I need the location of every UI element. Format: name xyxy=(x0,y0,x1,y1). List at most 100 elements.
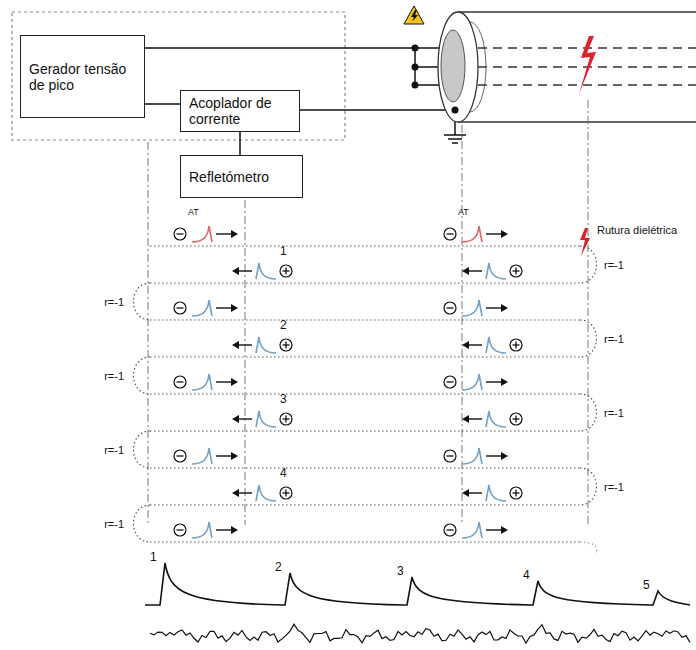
path-line xyxy=(150,245,580,246)
reflection-loop xyxy=(134,283,151,320)
pulse xyxy=(256,411,276,427)
travel-arrow xyxy=(467,344,482,345)
reflection-number: 1 xyxy=(280,245,287,258)
peak-number: 2 xyxy=(275,561,282,574)
sign-stroke xyxy=(177,381,184,382)
arrow-head xyxy=(231,378,238,386)
peak-number: 5 xyxy=(643,579,650,592)
pulse xyxy=(486,337,506,353)
path-line xyxy=(150,282,580,283)
pulse xyxy=(486,411,506,427)
ground-symbol xyxy=(452,142,458,144)
reflection-coefficient: r=-1 xyxy=(604,407,624,419)
sign-stroke xyxy=(447,381,454,382)
minus-sign xyxy=(444,450,456,462)
travel-arrow xyxy=(486,233,503,234)
plus-sign xyxy=(280,487,292,499)
peak-number: 1 xyxy=(150,551,157,564)
minus-sign xyxy=(174,376,186,388)
pulse xyxy=(462,226,482,242)
box-label: Gerador tensão de pico xyxy=(29,61,136,93)
minus-sign xyxy=(444,524,456,536)
cable-end xyxy=(438,12,478,122)
travel-arrow xyxy=(486,307,503,308)
arrow-head xyxy=(501,526,508,534)
pulse xyxy=(192,374,212,390)
reflection-loop xyxy=(134,431,151,468)
time-axis xyxy=(245,200,246,525)
reflection-loop xyxy=(134,505,151,542)
reflection-loop xyxy=(580,394,597,431)
pulse xyxy=(462,300,482,316)
noisy-waveform xyxy=(150,624,690,643)
travel-arrow xyxy=(216,307,233,308)
plus-sign xyxy=(280,265,292,277)
travel-arrow xyxy=(216,529,233,530)
travel-arrow xyxy=(486,455,503,456)
arrow-head xyxy=(232,415,239,423)
sign-stroke xyxy=(447,455,454,456)
travel-arrow xyxy=(237,492,252,493)
terminal-dot xyxy=(412,64,419,71)
pulse xyxy=(256,263,276,279)
path-line xyxy=(150,393,580,394)
plus-sign xyxy=(280,339,292,351)
path-line xyxy=(150,319,580,320)
fault-label: Rutura dielétrica xyxy=(597,224,677,236)
box-label: Refletómetro xyxy=(189,169,294,185)
plus-sign xyxy=(510,265,522,277)
return-wire xyxy=(300,109,455,111)
cable-sheath xyxy=(458,12,696,122)
pulse xyxy=(486,263,506,279)
terminal-dot xyxy=(412,45,419,52)
sign-stroke xyxy=(285,416,286,423)
minus-sign xyxy=(174,524,186,536)
travel-arrow xyxy=(237,270,252,271)
bounce-diagram xyxy=(134,226,597,554)
arrow-head xyxy=(232,267,239,275)
arrow-head xyxy=(231,230,238,238)
sign-stroke xyxy=(447,233,454,234)
connector-line xyxy=(239,132,241,155)
peak-number: 3 xyxy=(397,565,404,578)
equipment-enclosure xyxy=(12,12,345,140)
pulse xyxy=(192,522,212,538)
sign-stroke xyxy=(515,490,516,497)
sign-stroke xyxy=(285,268,286,275)
minus-sign xyxy=(174,450,186,462)
travel-arrow xyxy=(486,381,503,382)
reflection-number: 4 xyxy=(280,467,287,480)
reflection-loop xyxy=(134,357,151,394)
path-line xyxy=(150,467,580,468)
arrow-head xyxy=(231,452,238,460)
travel-arrow xyxy=(467,492,482,493)
pulse xyxy=(192,300,212,316)
sign-stroke xyxy=(177,307,184,308)
travel-arrow xyxy=(467,418,482,419)
sign-stroke xyxy=(447,307,454,308)
sign-stroke xyxy=(177,455,184,456)
plus-sign xyxy=(510,487,522,499)
travel-arrow xyxy=(216,381,233,382)
reflection-coefficient: r=-1 xyxy=(604,481,624,493)
sign-stroke xyxy=(177,529,184,530)
reflection-coefficient: r=-1 xyxy=(104,444,124,456)
sign-stroke xyxy=(285,490,286,497)
reflection-loop xyxy=(580,246,597,283)
sign-stroke xyxy=(515,342,516,349)
arrow-head xyxy=(462,341,469,349)
hv-wire xyxy=(145,47,415,49)
time-axis xyxy=(462,125,463,525)
ground-symbol xyxy=(444,134,466,136)
path-line xyxy=(150,504,580,505)
travel-arrow xyxy=(486,529,503,530)
reflection-number: 3 xyxy=(280,393,287,406)
travel-arrow xyxy=(467,270,482,271)
terminal-dot xyxy=(452,107,459,114)
warning-bolt xyxy=(411,10,418,22)
arrow-head xyxy=(231,526,238,534)
connector-line xyxy=(145,103,180,105)
reflection-loop xyxy=(580,320,597,357)
arrow-head xyxy=(462,415,469,423)
